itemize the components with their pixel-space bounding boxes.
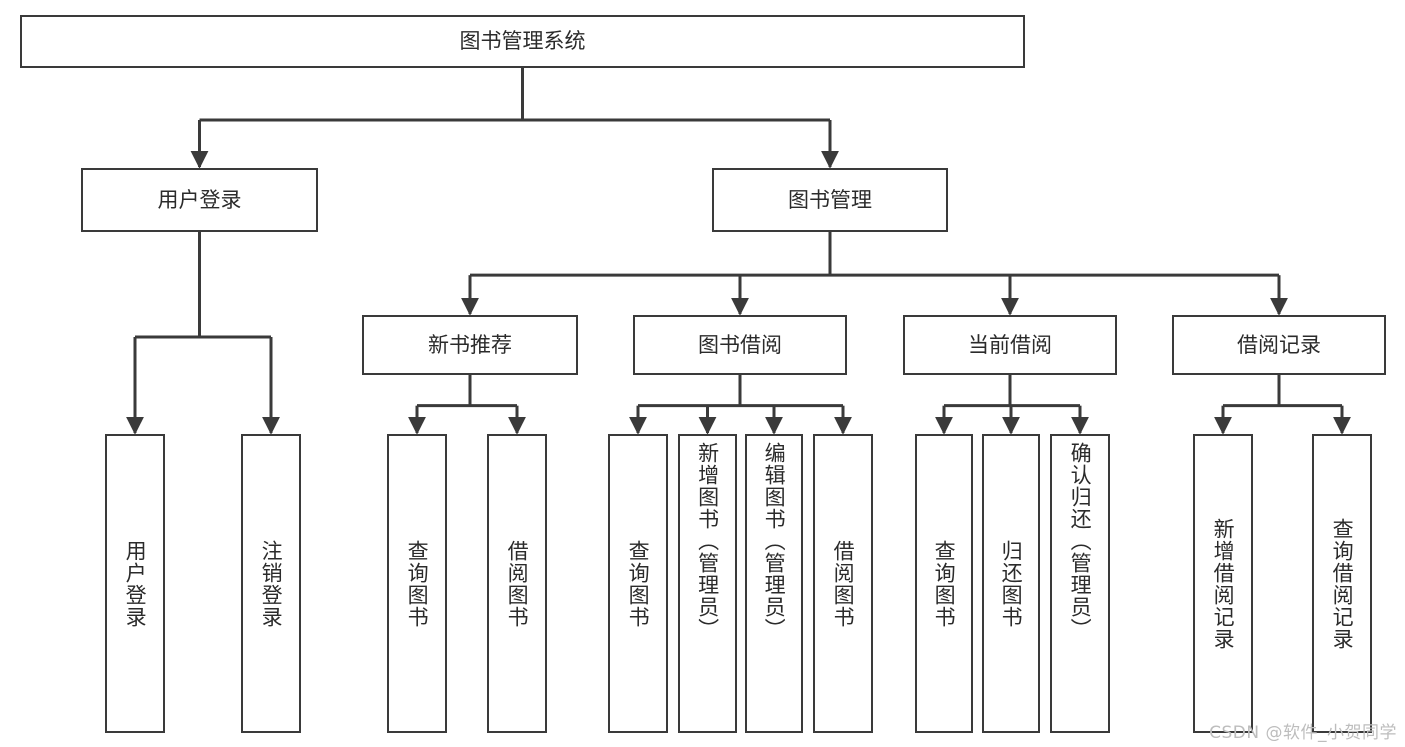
node-user-login[interactable]: 用户登录 bbox=[81, 168, 318, 232]
leaf-add-book-admin[interactable]: 新增图书（管理员） bbox=[678, 434, 737, 733]
node-borrow-record[interactable]: 借阅记录 bbox=[1172, 315, 1386, 375]
leaf-confirm-return-admin[interactable]: 确认归还（管理员） bbox=[1050, 434, 1110, 733]
leaf-user-login[interactable]: 用户登录 bbox=[105, 434, 165, 733]
csdn-watermark: CSDN @软件_小贺同学 bbox=[1209, 723, 1397, 743]
node-current-borrow[interactable]: 当前借阅 bbox=[903, 315, 1117, 375]
leaf-borrow-book[interactable]: 借阅图书 bbox=[813, 434, 873, 733]
leaf-edit-book-admin[interactable]: 编辑图书（管理员） bbox=[745, 434, 803, 733]
leaf-borrow-book-recommend[interactable]: 借阅图书 bbox=[487, 434, 547, 733]
node-new-book-rec[interactable]: 新书推荐 bbox=[362, 315, 578, 375]
node-book-manage[interactable]: 图书管理 bbox=[712, 168, 948, 232]
leaf-query-book-recommend[interactable]: 查询图书 bbox=[387, 434, 447, 733]
node-book-borrow[interactable]: 图书借阅 bbox=[633, 315, 847, 375]
leaf-return-book[interactable]: 归还图书 bbox=[982, 434, 1040, 733]
leaf-add-borrow-record[interactable]: 新增借阅记录 bbox=[1193, 434, 1253, 733]
leaf-query-book-current[interactable]: 查询图书 bbox=[915, 434, 973, 733]
leaf-user-logout[interactable]: 注销登录 bbox=[241, 434, 301, 733]
node-root[interactable]: 图书管理系统 bbox=[20, 15, 1025, 68]
leaf-query-borrow-record[interactable]: 查询借阅记录 bbox=[1312, 434, 1372, 733]
leaf-query-book[interactable]: 查询图书 bbox=[608, 434, 668, 733]
